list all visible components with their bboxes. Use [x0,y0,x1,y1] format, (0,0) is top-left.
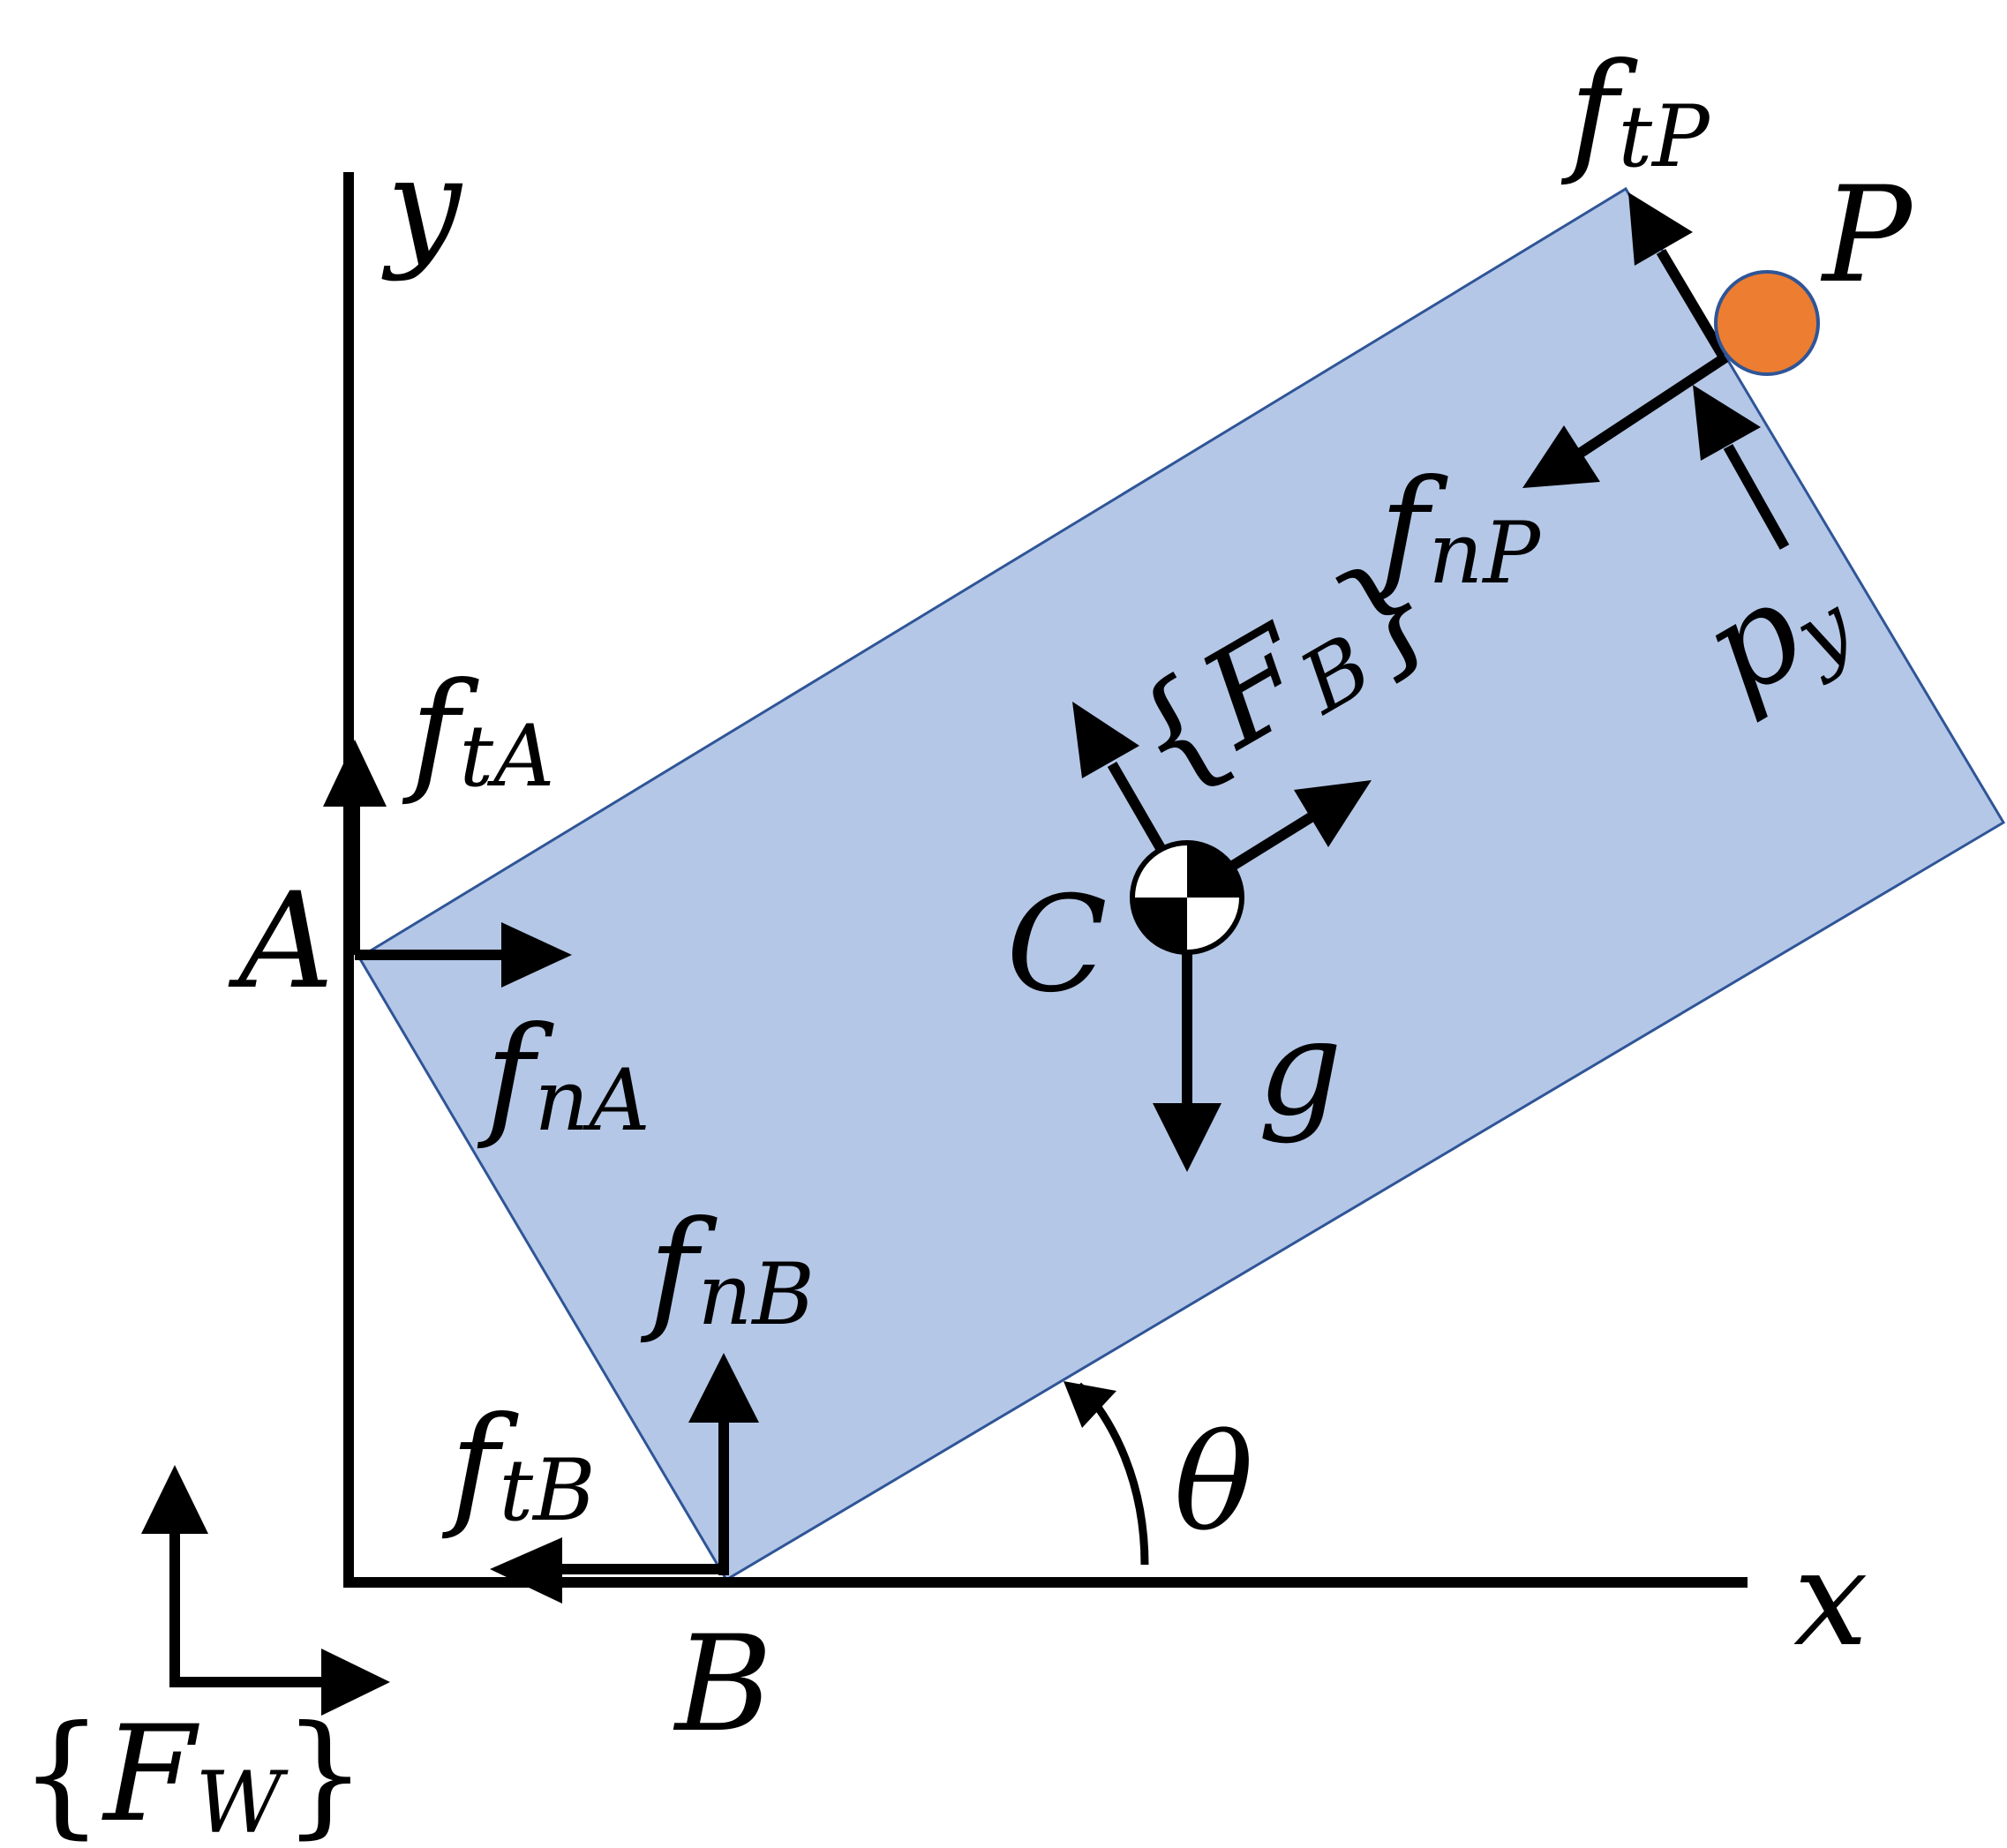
angle-theta-arc [1064,1381,1149,1566]
arrow-ftP [1628,192,1728,359]
label-ftA: ftA [402,655,554,808]
point-P-label: P [1820,159,1914,312]
point-B-label: B [673,1608,772,1762]
y-axis-label: y [381,130,463,283]
world-frame-triad [141,1465,390,1716]
arrow-ftA [323,740,387,955]
point-A-label: A [228,865,334,1018]
label-ftB: ftB [441,1389,596,1543]
arrow-push-py [1693,385,1790,550]
x-axis-label: x [1793,1522,1868,1676]
center-of-mass-symbol [1130,840,1244,955]
arrow-fnB [688,1353,759,1575]
arrow-fnA [355,922,572,988]
label-world-frame: {FW} [19,1698,367,1848]
label-theta: θ [1174,1407,1253,1560]
label-gravity: g [1258,992,1342,1146]
arrow-ftB [490,1537,722,1604]
point-C-label: C [1006,868,1108,1022]
label-ftP: ftP [1560,35,1710,189]
contact-point-P [1714,270,1820,376]
arrow-fnP [1522,352,1729,488]
